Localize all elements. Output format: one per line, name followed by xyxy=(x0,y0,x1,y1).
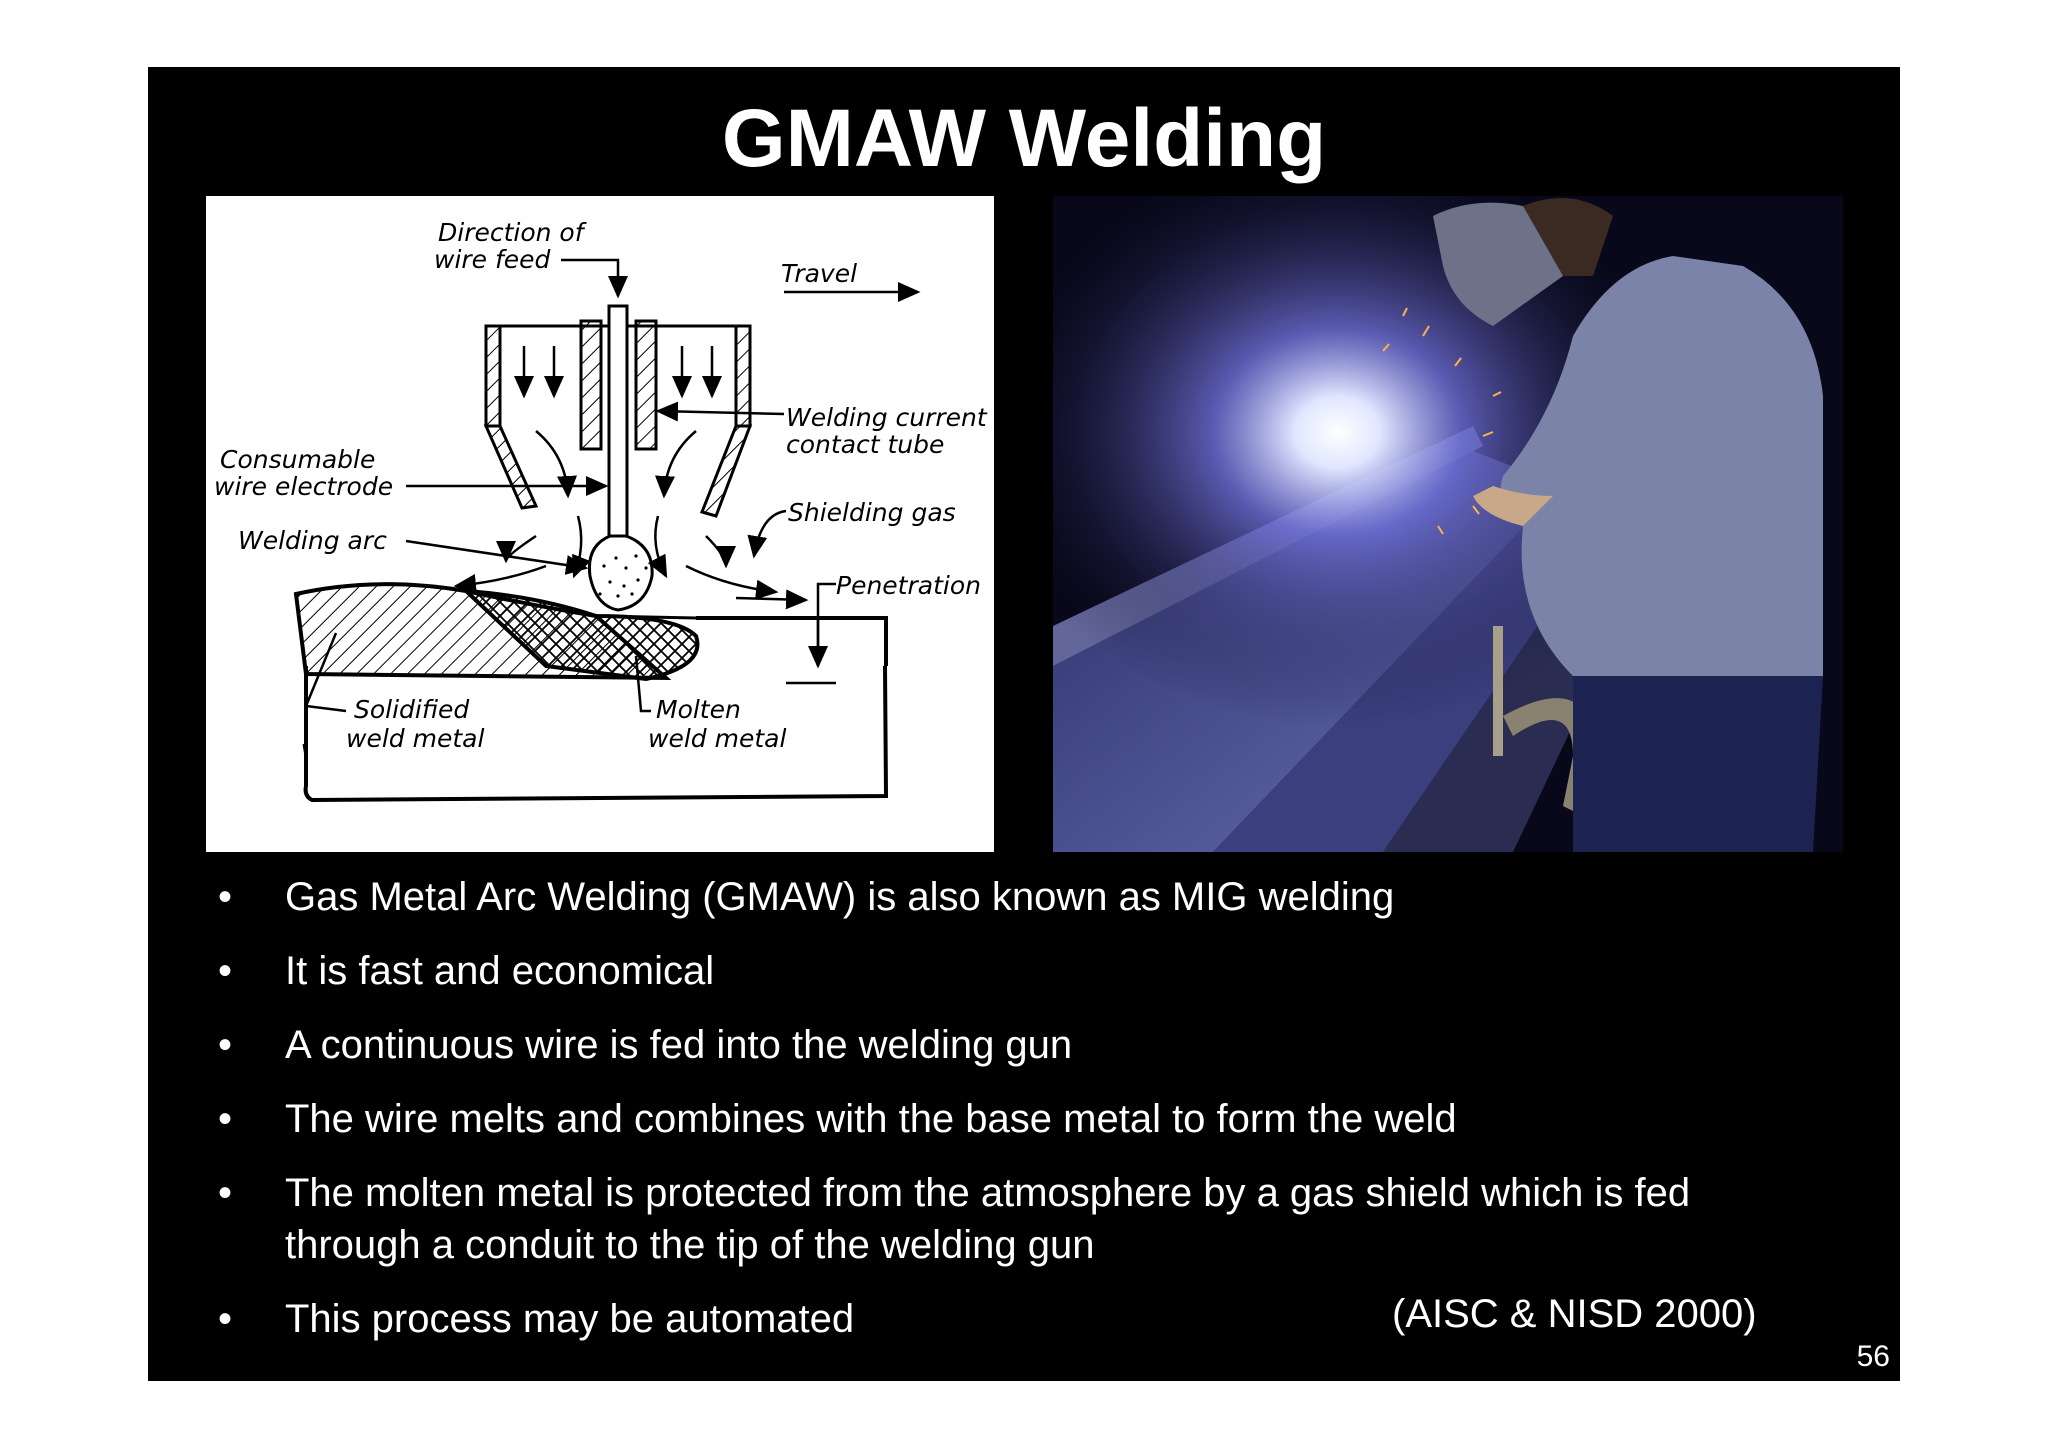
bullet-marker: • xyxy=(218,1097,233,1141)
label-welding-arc: Welding arc xyxy=(238,526,387,555)
bullet-text: This process may be automated xyxy=(285,1297,855,1341)
citation: (AISC & NISD 2000) xyxy=(1392,1292,1757,1336)
label-shielding-gas: Shielding gas xyxy=(788,498,956,527)
label-wire-feed: wire feed xyxy=(434,245,551,274)
bullet-text: A continuous wire is fed into the weldin… xyxy=(285,1023,1073,1067)
label-molten: Molten xyxy=(656,695,741,724)
bullet-item: • Gas Metal Arc Welding (GMAW) is also k… xyxy=(148,871,1805,923)
bullet-marker: • xyxy=(218,1297,233,1341)
bullet-text: The molten metal is protected from the a… xyxy=(285,1171,1691,1267)
label-contact-tube: contact tube xyxy=(786,430,944,459)
bullet-text: The wire melts and combines with the bas… xyxy=(285,1097,1457,1141)
bullet-item: • It is fast and economical xyxy=(148,945,1805,997)
slide-title: GMAW Welding xyxy=(721,93,1327,184)
slide: GMAW Welding xyxy=(148,67,1900,1381)
bullet-marker: • xyxy=(218,1171,233,1215)
label-penetration: Penetration xyxy=(836,571,981,600)
bullet-marker: • xyxy=(218,949,233,993)
welding-photo xyxy=(1053,196,1843,852)
label-wire-electrode: wire electrode xyxy=(214,472,393,501)
label-direction-of: Direction of xyxy=(438,218,587,247)
label-travel: Travel xyxy=(781,259,857,288)
bullet-text: Gas Metal Arc Welding (GMAW) is also kno… xyxy=(285,875,1395,919)
bullet-marker: • xyxy=(218,875,233,919)
bullet-item: • The wire melts and combines with the b… xyxy=(148,1093,1805,1145)
bullet-item: • This process may be automated xyxy=(148,1293,1805,1345)
bullet-item: • A continuous wire is fed into the weld… xyxy=(148,1019,1805,1071)
label-solidified: Solidified xyxy=(354,695,469,724)
label-molten-weld-metal: weld metal xyxy=(648,724,786,753)
bullet-marker: • xyxy=(218,1023,233,1067)
page-number: 56 xyxy=(1856,1340,1890,1373)
label-solidified-weld-metal: weld metal xyxy=(346,724,484,753)
bullet-list: • Gas Metal Arc Welding (GMAW) is also k… xyxy=(148,871,1900,1367)
label-welding-current: Welding current xyxy=(786,403,988,432)
bullet-text: It is fast and economical xyxy=(285,949,715,993)
label-consumable: Consumable xyxy=(220,445,375,474)
bullet-item: • The molten metal is protected from the… xyxy=(148,1167,1805,1271)
gmaw-diagram: Direction of wire feed Travel Welding cu… xyxy=(206,196,994,852)
